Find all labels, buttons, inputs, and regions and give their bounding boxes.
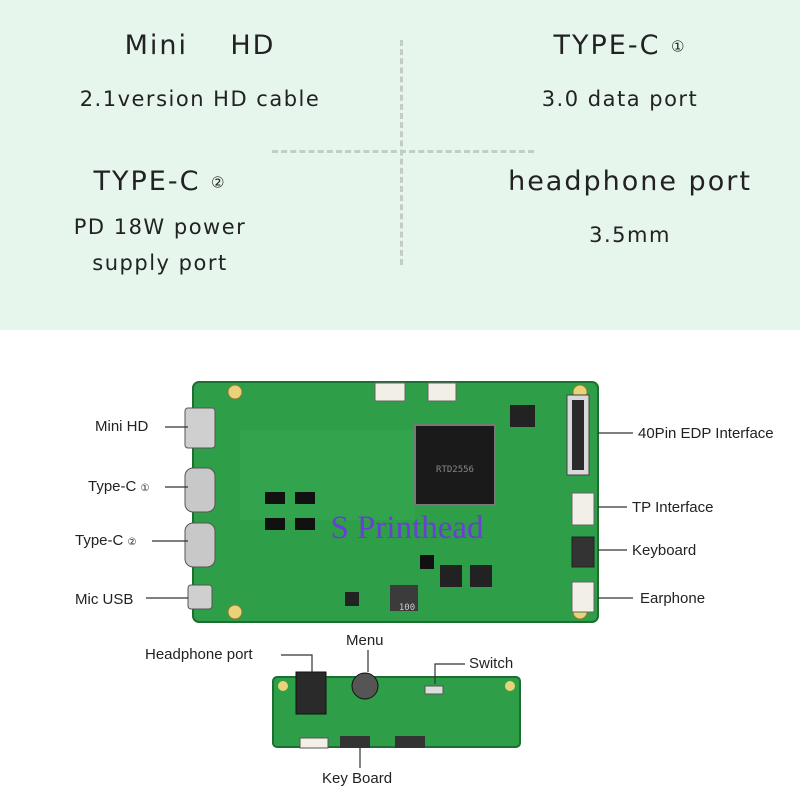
spec-circle-number: ②: [211, 173, 227, 192]
key-board: [272, 671, 521, 749]
label-menu: Menu: [346, 632, 384, 649]
label-40pin-edp: 40Pin EDP Interface: [638, 425, 774, 442]
label-mic-usb: Mic USB: [75, 591, 134, 608]
spec-title: TYPE-C: [553, 30, 661, 61]
spec-desc: 3.5mm: [589, 223, 671, 247]
spec-panel: Mini HD 2.1version HD cable TYPE-C ① 3.0…: [0, 0, 800, 330]
main-board: RTD2556 100: [184, 381, 599, 623]
spec-circle-number: ①: [671, 37, 687, 56]
spec-type-c-1: TYPE-C ① 3.0 data port: [460, 30, 780, 111]
spec-title: headphone port: [508, 166, 752, 197]
spec-desc-line: PD 18W power: [73, 215, 247, 239]
spec-desc-line: supply port: [92, 251, 228, 275]
label-headphone-port: Headphone port: [145, 646, 253, 663]
spec-title: Mini HD: [124, 30, 276, 61]
label-type-c-1: Type-C ①: [88, 478, 150, 495]
svg-text:RTD2556: RTD2556: [436, 465, 474, 475]
label-type-c-2: Type-C ②: [75, 532, 137, 549]
circle-number: ①: [140, 483, 150, 494]
label-switch: Switch: [469, 655, 514, 672]
spec-desc: 3.0 data port: [541, 87, 699, 111]
label-tp-interface: TP Interface: [632, 499, 714, 516]
label-earphone: Earphone: [640, 590, 706, 607]
inductor-label: 100: [399, 603, 415, 613]
label-keyboard: Keyboard: [632, 542, 697, 559]
label-mini-hd: Mini HD: [95, 418, 149, 435]
label-key-board: Key Board: [322, 770, 393, 787]
circle-number: ②: [127, 537, 137, 548]
spec-headphone-port: headphone port 3.5mm: [480, 166, 780, 247]
divider-horizontal: [272, 150, 534, 153]
spec-title: TYPE-C: [93, 166, 201, 197]
spec-mini-hd: Mini HD 2.1version HD cable: [50, 30, 350, 111]
watermark-text: S Printhead: [330, 510, 484, 546]
spec-type-c-2: TYPE-C ② PD 18W power supply port: [40, 166, 280, 281]
spec-desc: 2.1version HD cable: [79, 87, 321, 111]
leader-lines: [146, 426, 633, 768]
